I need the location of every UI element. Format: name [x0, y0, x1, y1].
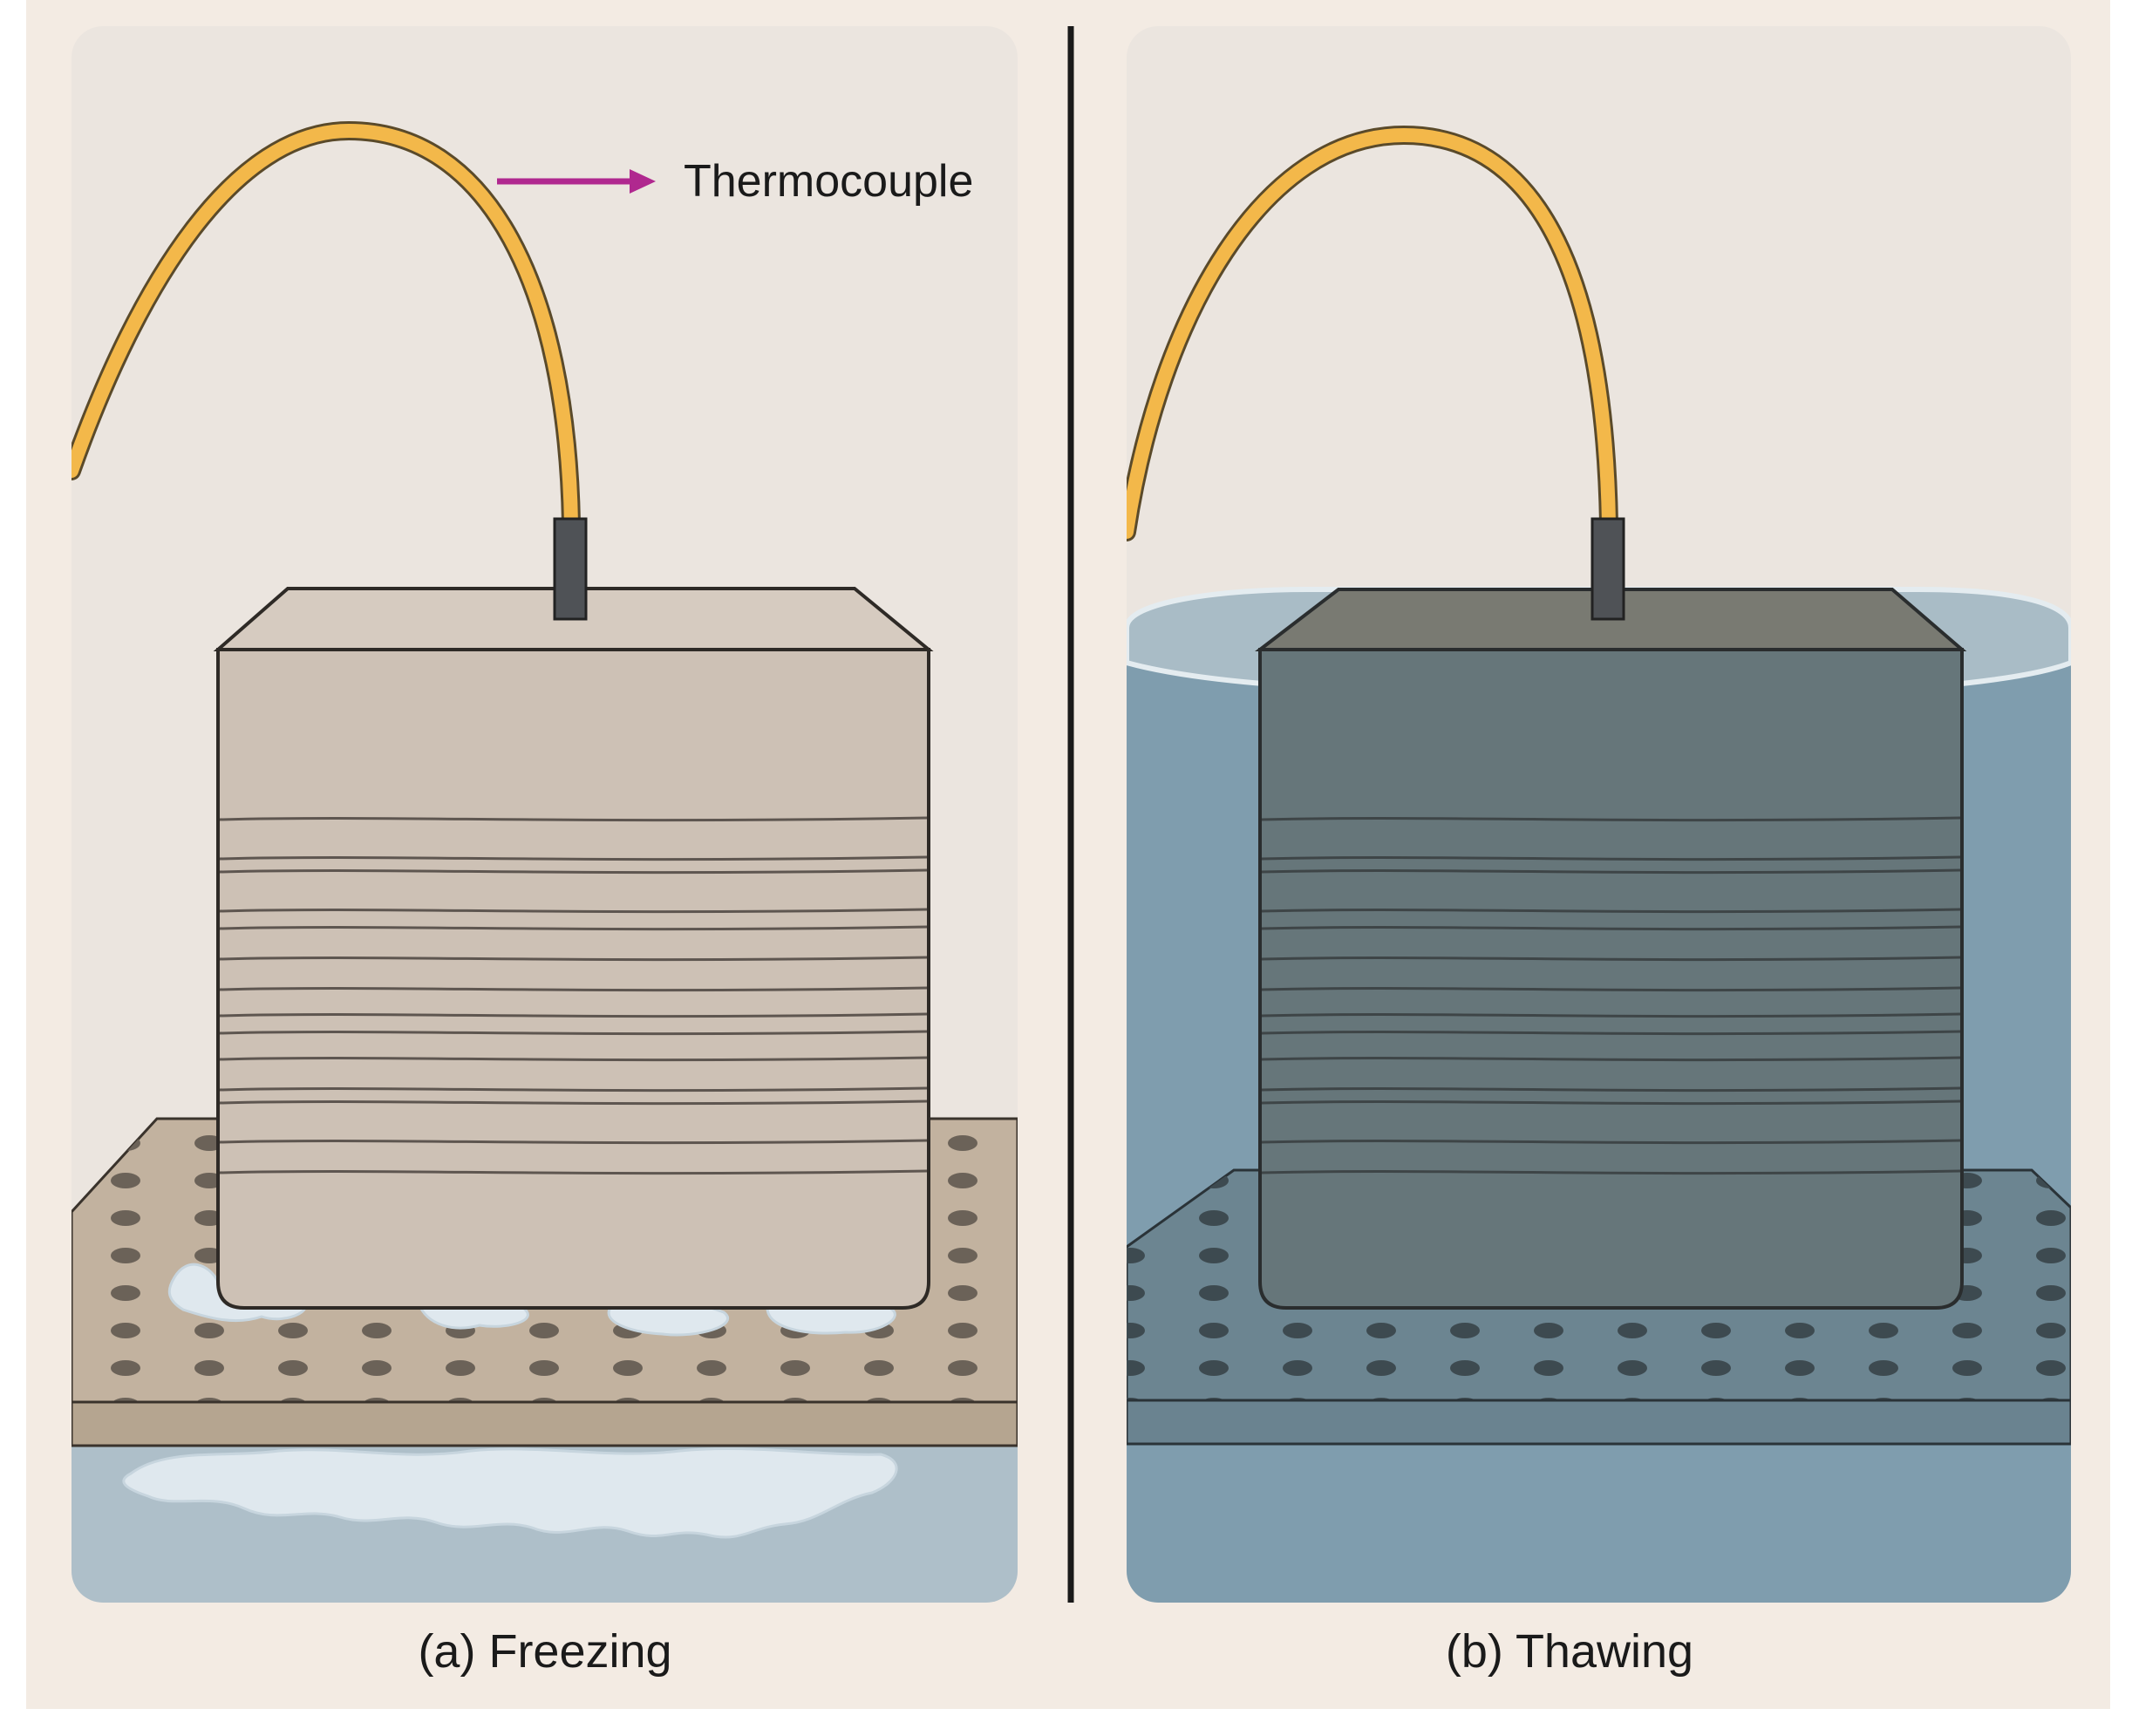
- specimen-front-face: [216, 648, 930, 1310]
- specimen-wet-layer-lines: [1261, 816, 1961, 1175]
- specimen-wet-front-face: [1258, 648, 1964, 1310]
- ice-crust-bottom: [122, 1447, 898, 1539]
- specimen-layer-lines: [219, 816, 928, 1175]
- annotation-arrow-head: [630, 169, 656, 194]
- thermocouple-probe-a: [553, 517, 588, 621]
- ice-at-specimen-base: [167, 1263, 896, 1337]
- thermocouple-probe-b: [1590, 517, 1625, 621]
- caption-thawing: (b) Thawing: [1446, 1625, 1693, 1678]
- caption-freezing: (a) Freezing: [418, 1625, 671, 1678]
- panel-thawing: [1127, 26, 2071, 1603]
- concrete-specimen-dry: [213, 587, 934, 1310]
- thawing-tray-front: [1127, 1399, 2071, 1446]
- thermocouple-annotation: Thermocouple: [497, 156, 973, 207]
- thermocouple-cable-a-fill: [72, 123, 578, 530]
- panel-freezing: [72, 26, 1018, 1603]
- thermocouple-cable-b-fill: [1127, 127, 1616, 539]
- concrete-specimen-wet: [1255, 588, 1967, 1310]
- freezing-tray-front: [72, 1400, 1018, 1447]
- thermocouple-label: Thermocouple: [684, 156, 973, 207]
